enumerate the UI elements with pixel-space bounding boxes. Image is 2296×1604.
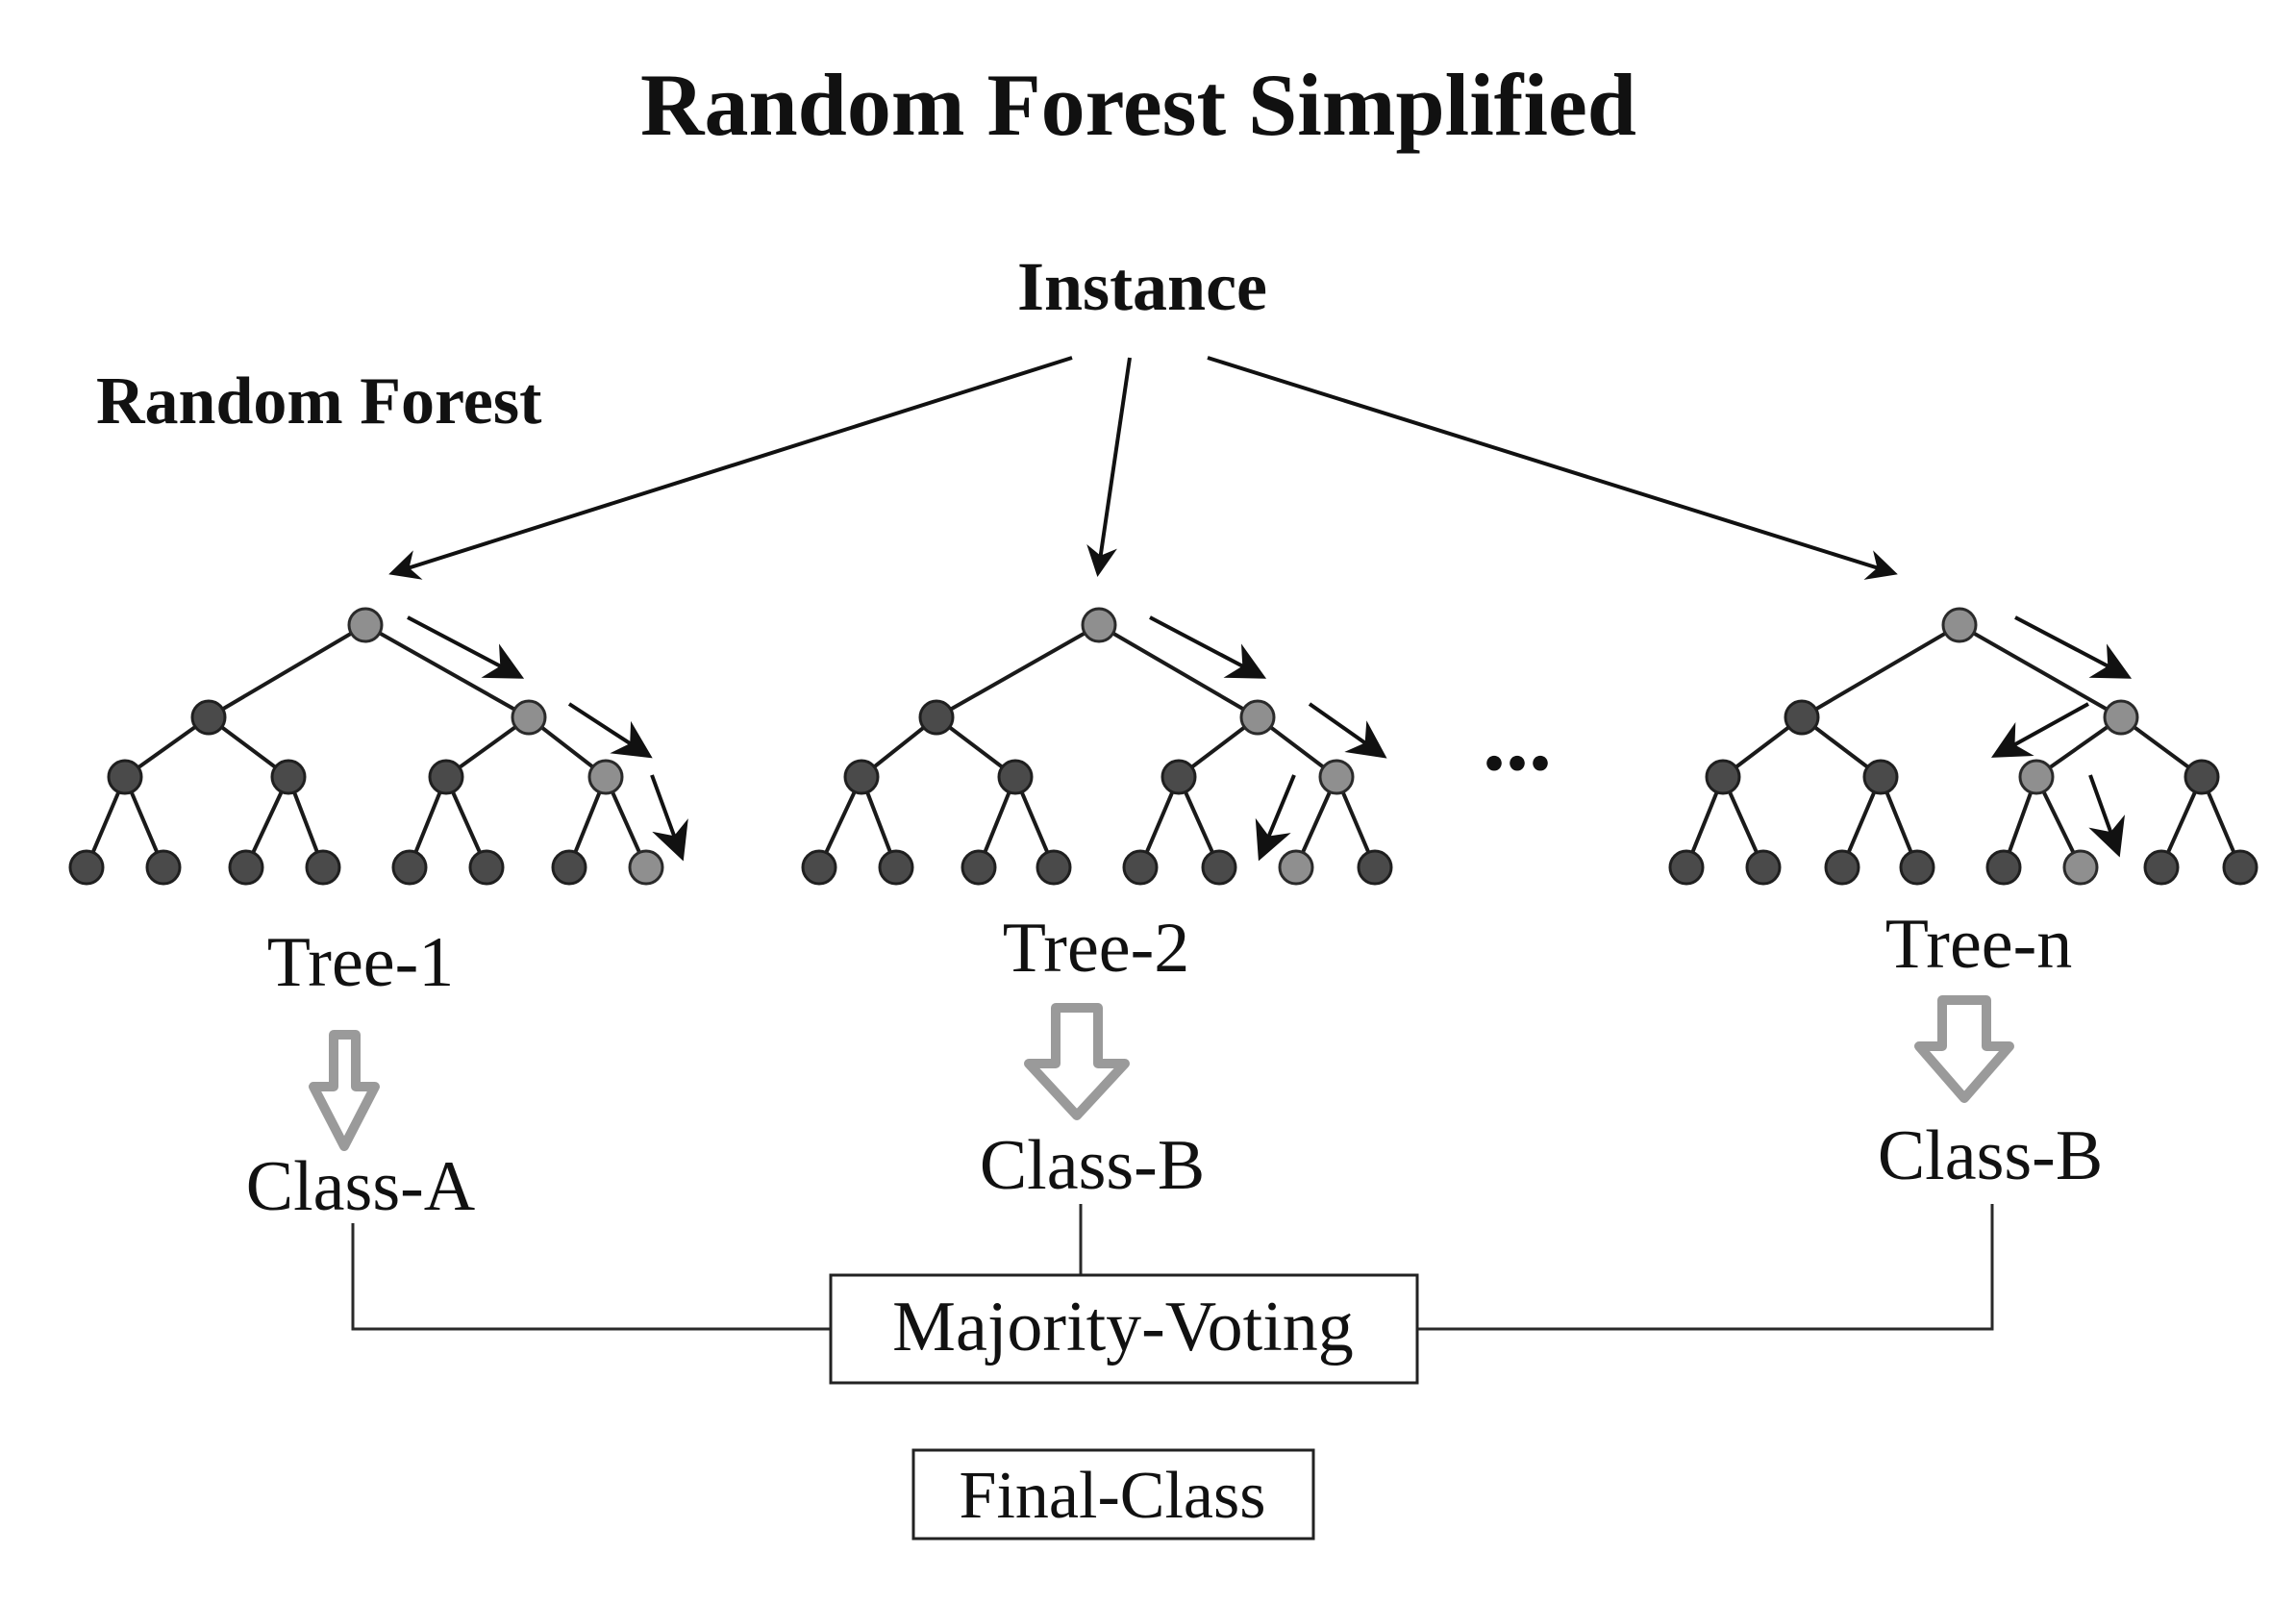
tree-2-node-l2-1 bbox=[997, 759, 1034, 795]
tree-2-node-l3-5 bbox=[1201, 849, 1237, 886]
tree-2-node-l2-0 bbox=[843, 759, 880, 795]
random-forest-label: Random Forest bbox=[96, 364, 541, 439]
tree-2-node-l3-1 bbox=[878, 849, 914, 886]
tree-n-node-l2-1 bbox=[1862, 759, 1899, 795]
tree-n-node-l3-7 bbox=[2222, 849, 2259, 886]
connector-tree-n bbox=[1417, 1204, 1994, 1331]
result-arrow-tree-n bbox=[1914, 995, 2014, 1103]
class-label-tree-1: Class-A bbox=[246, 1147, 475, 1226]
instance-arrow-tree-1 bbox=[388, 356, 1073, 580]
tree-1-node-l1-1-decision-path bbox=[511, 699, 547, 736]
tree-1-node-l3-2 bbox=[228, 849, 264, 886]
tree-n-node-l3-2 bbox=[1824, 849, 1860, 886]
tree-2-path-arrow-0 bbox=[1149, 615, 1267, 679]
connector-tree-1 bbox=[351, 1223, 831, 1331]
tree-n-path-arrow-1 bbox=[1990, 702, 2089, 758]
tree-n-edge-1 bbox=[1959, 623, 2122, 719]
tree-1-label: Tree-1 bbox=[267, 923, 455, 1002]
tree-1-edge-1 bbox=[364, 623, 530, 719]
tree-2-path-arrow-2 bbox=[1255, 774, 1296, 862]
tree-n-label: Tree-n bbox=[1885, 905, 2073, 984]
tree-1-path-arrow-0 bbox=[407, 615, 525, 679]
tree-n-node-l1-0 bbox=[1784, 699, 1820, 736]
tree-n-node-root-decision-path bbox=[1941, 607, 1978, 643]
tree-1-node-root-decision-path bbox=[347, 607, 384, 643]
instance-arrow-tree-2 bbox=[1086, 357, 1132, 577]
tree-2-node-root-decision-path bbox=[1081, 607, 1117, 643]
tree-n-node-l2-0 bbox=[1705, 759, 1741, 795]
tree-n-edge-0 bbox=[1800, 623, 1961, 719]
result-arrow-tree-2 bbox=[1024, 1003, 1130, 1120]
tree-2-node-l1-1-decision-path bbox=[1239, 699, 1276, 736]
final-class-label: Final-Class bbox=[960, 1459, 1266, 1533]
tree-1-node-l1-0 bbox=[190, 699, 227, 736]
tree-2-node-l3-3 bbox=[1036, 849, 1072, 886]
tree-n-node-l3-1 bbox=[1745, 849, 1782, 886]
tree-n-node-l3-4 bbox=[1985, 849, 2022, 886]
tree-2-edge-0 bbox=[936, 623, 1100, 719]
tree-1-node-l3-5 bbox=[468, 849, 505, 886]
tree-n-path-arrow-2 bbox=[2088, 774, 2126, 858]
tree-1-node-l3-7-decision-path bbox=[628, 849, 664, 886]
tree-n-path-arrow-0 bbox=[2014, 615, 2133, 679]
tree-1-path-arrow-1 bbox=[567, 702, 653, 759]
tree-1-node-l3-6 bbox=[551, 849, 587, 886]
tree-n bbox=[1668, 607, 2259, 886]
majority-voting-label: Majority-Voting bbox=[892, 1288, 1354, 1366]
tree-n-node-l2-2-decision-path bbox=[2018, 759, 2055, 795]
tree-2-edge-1 bbox=[1097, 623, 1260, 719]
tree-n-node-l3-3 bbox=[1899, 849, 1935, 886]
tree-n-node-l3-0 bbox=[1668, 849, 1705, 886]
tree-1 bbox=[68, 607, 688, 886]
diagram-title: Random Forest Simplified bbox=[640, 56, 1636, 154]
final-class-box bbox=[911, 1448, 1315, 1541]
tree-n-node-l2-3 bbox=[2184, 759, 2220, 795]
tree-1-node-l3-3 bbox=[305, 849, 341, 886]
tree-1-node-l3-0 bbox=[68, 849, 105, 886]
tree-2-node-l3-2 bbox=[961, 849, 997, 886]
tree-1-edge-0 bbox=[207, 623, 367, 719]
tree-2-node-l3-0 bbox=[801, 849, 837, 886]
tree-2 bbox=[801, 607, 1393, 886]
tree-2-node-l3-4 bbox=[1122, 849, 1159, 886]
result-arrow-tree-1 bbox=[309, 1030, 380, 1151]
tree-1-node-l2-3-decision-path bbox=[587, 759, 624, 795]
tree-2-label: Tree-2 bbox=[1003, 909, 1190, 988]
tree-2-node-l3-7 bbox=[1357, 849, 1393, 886]
tree-1-node-l3-1 bbox=[145, 849, 182, 886]
tree-1-node-l2-2 bbox=[428, 759, 464, 795]
tree-2-node-l2-2 bbox=[1160, 759, 1197, 795]
class-label-tree-n: Class-B bbox=[1878, 1116, 2103, 1195]
tree-1-node-l2-0 bbox=[107, 759, 143, 795]
tree-2-node-l3-6-decision-path bbox=[1278, 849, 1314, 886]
ellipsis: ... bbox=[1483, 687, 1552, 789]
tree-2-path-arrow-1 bbox=[1308, 702, 1387, 759]
tree-n-node-l3-6 bbox=[2143, 849, 2180, 886]
majority-voting-box bbox=[829, 1273, 1419, 1385]
class-label-tree-2: Class-B bbox=[980, 1126, 1205, 1205]
instance-label: Instance bbox=[1017, 248, 1267, 325]
tree-n-node-l3-5-decision-path bbox=[2062, 849, 2099, 886]
tree-2-node-l2-3-decision-path bbox=[1318, 759, 1355, 795]
tree-1-node-l3-4 bbox=[391, 849, 428, 886]
tree-n-node-l1-1-decision-path bbox=[2103, 699, 2139, 736]
instance-arrow-tree-n bbox=[1207, 356, 1898, 580]
tree-1-node-l2-1 bbox=[270, 759, 307, 795]
tree-1-path-arrow-2 bbox=[650, 774, 688, 862]
tree-2-node-l1-0 bbox=[918, 699, 955, 736]
